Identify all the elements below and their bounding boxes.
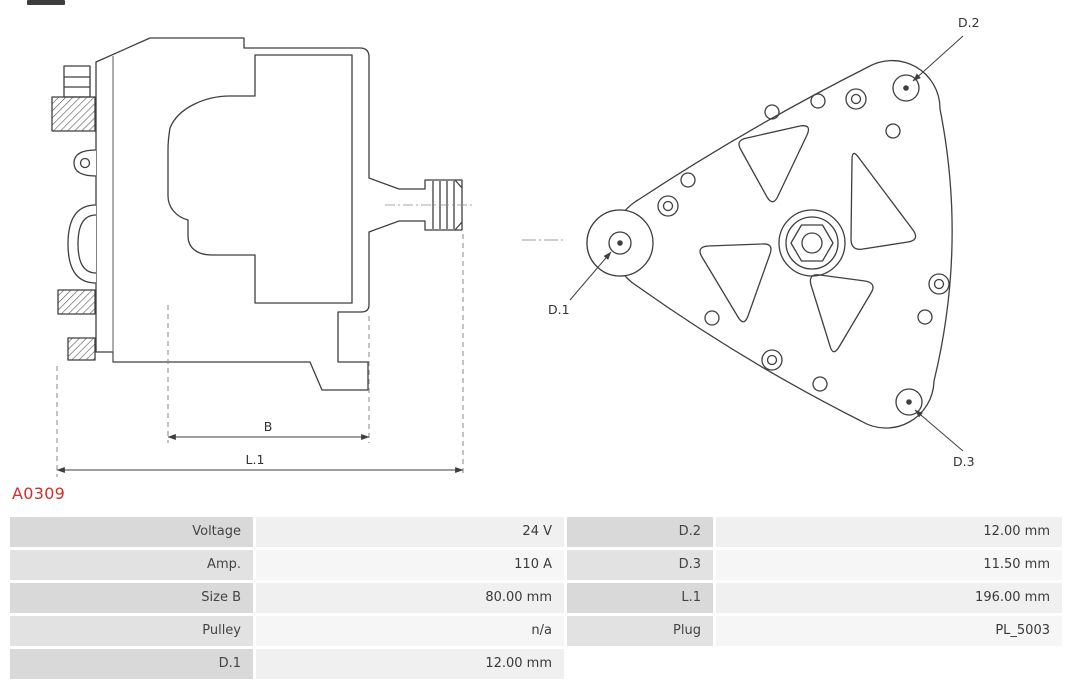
spec-label: Amp. xyxy=(10,550,253,580)
spec-label: D.2 xyxy=(567,517,713,547)
alternator-silhouette xyxy=(95,37,463,391)
side-view-drawing: B L.1 xyxy=(51,37,474,477)
splined-shaft xyxy=(385,179,474,231)
spec-label: Voltage xyxy=(10,517,253,547)
dimension-b: B xyxy=(167,305,370,443)
bolt-holes xyxy=(680,93,933,392)
spec-value: PL_5003 xyxy=(716,616,1062,646)
screw-holes xyxy=(657,88,950,371)
side-bosses xyxy=(67,149,97,284)
rear-housing-body xyxy=(612,59,953,429)
part-number: A0309 xyxy=(12,484,66,503)
leader-d3: D.3 xyxy=(914,409,975,469)
spec-value: 80.00 mm xyxy=(256,583,564,613)
dim-label-b: B xyxy=(264,419,273,434)
terminal-block xyxy=(63,65,91,98)
hole-d3 xyxy=(895,388,923,416)
spec-label: L.1 xyxy=(567,583,713,613)
spec-label-empty xyxy=(567,649,713,679)
corner-watermark xyxy=(27,0,65,5)
rear-view-drawing: D.2 D.1 D.3 xyxy=(522,15,980,469)
spec-label: Pulley xyxy=(10,616,253,646)
table-row: Size B 80.00 mm L.1 196.00 mm xyxy=(10,583,1067,613)
ear-hole-d1 xyxy=(586,209,654,277)
hole-d2 xyxy=(892,74,920,102)
table-row: Pulley n/a Plug PL_5003 xyxy=(10,616,1067,646)
dim-label-l1: L.1 xyxy=(246,452,265,467)
spec-value-empty xyxy=(716,649,1062,679)
spec-label: D.1 xyxy=(10,649,253,679)
shaft-nut-hub xyxy=(778,209,846,277)
spec-value: 110 A xyxy=(256,550,564,580)
spec-table: Voltage 24 V D.2 12.00 mm Amp. 110 A D.3… xyxy=(10,517,1067,682)
drive-end-contour xyxy=(167,54,353,304)
spec-label: D.3 xyxy=(567,550,713,580)
table-row: D.1 12.00 mm xyxy=(10,649,1067,679)
technical-diagram: B L.1 xyxy=(51,15,980,477)
spec-value: 24 V xyxy=(256,517,564,547)
label-d2: D.2 xyxy=(958,15,980,30)
spec-value: 196.00 mm xyxy=(716,583,1062,613)
leader-d2: D.2 xyxy=(912,15,980,82)
dimension-l1: L.1 xyxy=(56,234,464,477)
spec-value: n/a xyxy=(256,616,564,646)
leader-d1: D.1 xyxy=(548,251,612,317)
label-d3: D.3 xyxy=(953,454,975,469)
spec-value: 11.50 mm xyxy=(716,550,1062,580)
mounting-studs xyxy=(51,96,96,361)
label-d1: D.1 xyxy=(548,302,570,317)
table-row: Amp. 110 A D.3 11.50 mm xyxy=(10,550,1067,580)
spec-label: Size B xyxy=(10,583,253,613)
spec-value: 12.00 mm xyxy=(716,517,1062,547)
table-row: Voltage 24 V D.2 12.00 mm xyxy=(10,517,1067,547)
vent-windows xyxy=(699,125,917,353)
spec-value: 12.00 mm xyxy=(256,649,564,679)
spec-label: Plug xyxy=(567,616,713,646)
